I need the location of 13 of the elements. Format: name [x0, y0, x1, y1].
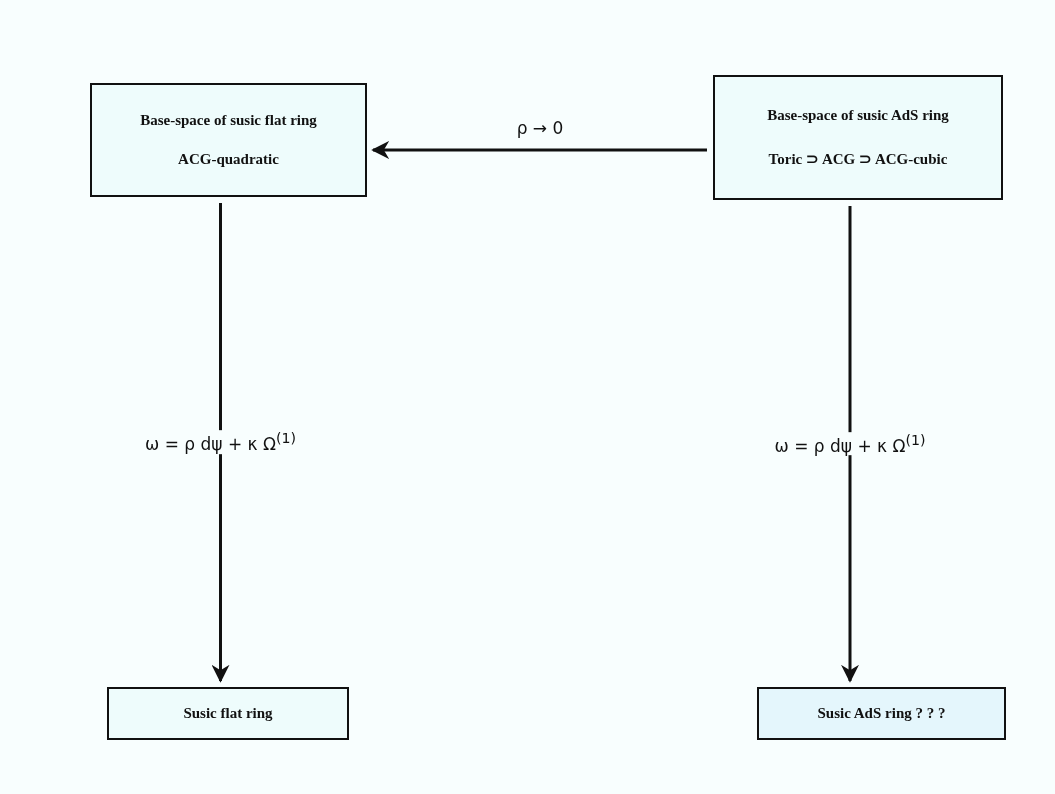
arrow — [371, 141, 707, 159]
text-box — [90, 83, 367, 197]
box-text: Toric ⊃ ACG ⊃ ACG-cubic — [768, 150, 948, 168]
text-box — [713, 75, 1003, 200]
box-heading: Susic flat ring — [183, 705, 273, 722]
box-heading: Base-space of susic flat ring — [140, 111, 317, 129]
box-heading: Base-space of susic AdS ring — [767, 107, 949, 124]
box-text: ACG-quadratic — [178, 151, 279, 169]
text-box — [107, 687, 349, 740]
arrow — [211, 203, 230, 683]
text-box — [757, 687, 1006, 740]
box-heading: Susic AdS ring ? ? ? — [817, 705, 946, 722]
arrow — [841, 206, 859, 683]
